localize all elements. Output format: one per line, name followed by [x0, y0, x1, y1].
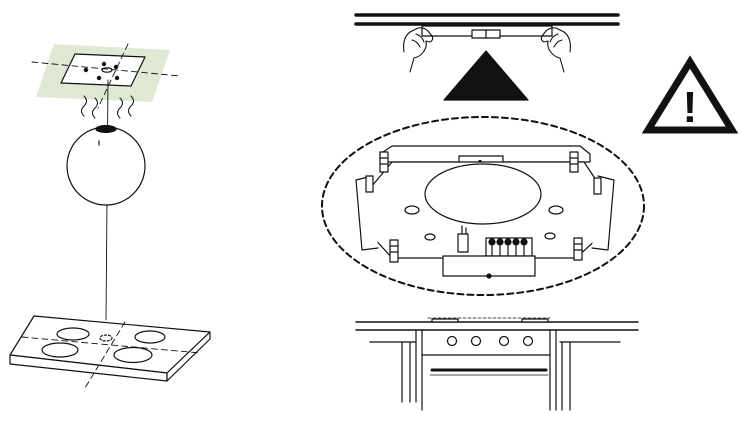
spherical-hood-icon [66, 124, 146, 206]
oven-icon [421, 329, 551, 411]
upward-arrow-icon [443, 50, 529, 101]
hands-icon [403, 27, 571, 73]
mounting-bracket-detail [321, 116, 645, 296]
heat-waves-icon [81, 95, 134, 119]
cooktop-icon [9, 315, 211, 389]
warning-triangle-icon: ! [641, 55, 739, 134]
ceiling-rail-icon [354, 13, 620, 39]
warning-symbol: ! [683, 83, 698, 132]
kitchen-cabinet-icon [355, 317, 639, 411]
terminal-block-icon [457, 225, 533, 257]
ceiling-plate-icon [31, 43, 181, 109]
bracket-studs [365, 151, 602, 263]
